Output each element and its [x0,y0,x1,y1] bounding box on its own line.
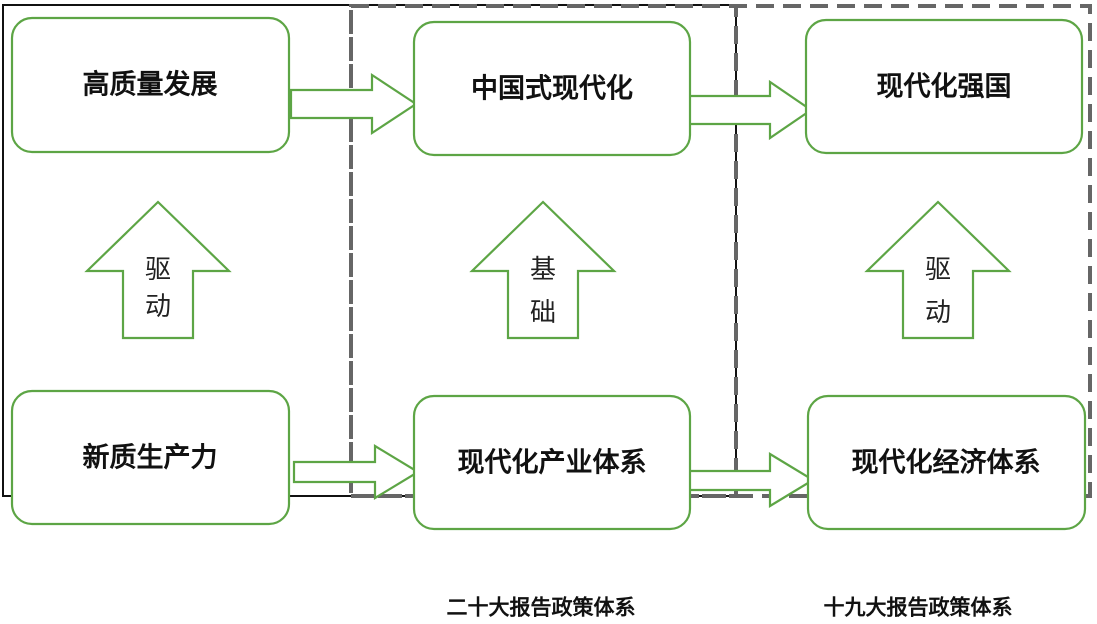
up-arrow-label-line2: 动 [145,292,171,322]
up-arrow-label-line2: 础 [530,298,556,328]
node-label: 现代化产业体系 [458,448,647,479]
dashed-frame-nineteenth-congress [349,4,1092,498]
node-chinese-modernization: 中国式现代化 [412,20,692,157]
node-high-quality-development: 高质量发展 [10,16,291,154]
caption-twentieth-congress: 二十大报告政策体系 [447,595,636,620]
up-arrow-label-line1: 基 [530,255,556,285]
node-label: 现代化强国 [877,72,1012,103]
up-arrow-right-drive: 驱 动 [864,200,1012,340]
up-arrow-label-line1: 驱 [925,255,951,285]
caption-nineteenth-congress: 十九大报告政策体系 [824,595,1013,620]
up-arrow-label-line1: 驱 [145,255,171,285]
node-label: 现代化经济体系 [852,447,1041,479]
up-arrow-middle-foundation: 基 础 [469,200,617,340]
arrow-modernization-to-modern-power [686,79,813,141]
node-label: 高质量发展 [83,69,218,101]
up-arrow-label-line2: 动 [925,298,951,328]
node-new-productivity: 新质生产力 [10,389,291,526]
node-modern-power: 现代化强国 [804,18,1084,155]
arrow-high-quality-to-modernization [289,72,418,136]
node-modern-economic-system: 现代化经济体系 [806,394,1087,531]
node-label: 新质生产力 [83,442,218,474]
arrow-industrial-to-economic-system [686,452,816,508]
node-modern-industrial-system: 现代化产业体系 [412,394,692,531]
arrow-new-productivity-to-industrial-system [292,444,421,500]
node-label: 中国式现代化 [471,74,633,105]
up-arrow-left-drive: 驱 动 [84,200,232,340]
